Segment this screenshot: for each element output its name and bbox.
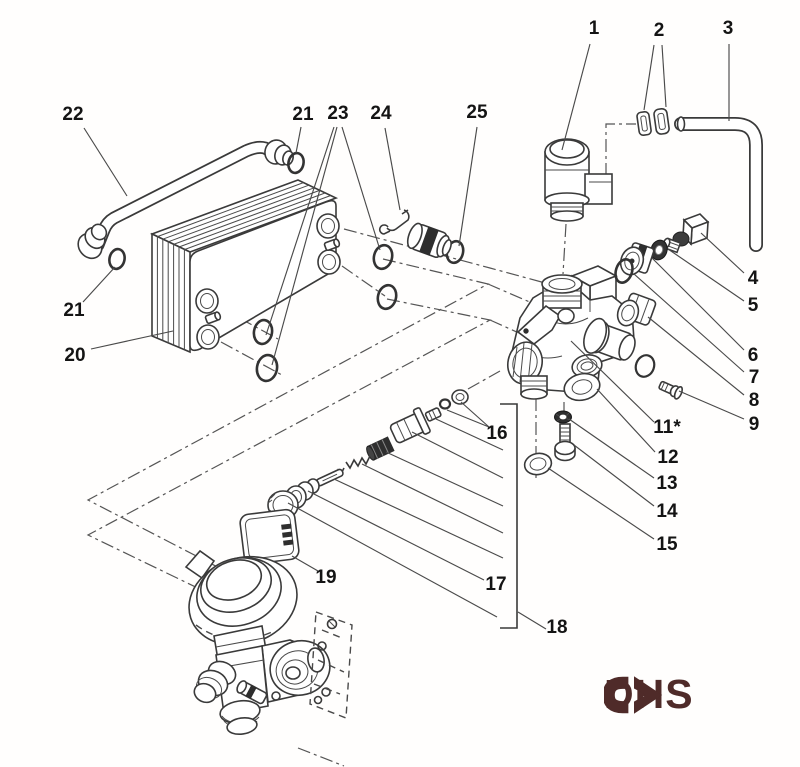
- washer-part12: [563, 372, 601, 402]
- callout-part-13: 13: [656, 473, 678, 494]
- bolt-part14: [554, 423, 576, 462]
- crossover-pipe-part22: [77, 139, 305, 271]
- oring-part7: [614, 258, 634, 284]
- air-vent-part1: [544, 138, 613, 222]
- screw-part9: [658, 380, 684, 400]
- oring-near-part9: [634, 354, 656, 378]
- callout-part-1: 1: [588, 18, 600, 39]
- callout-part-20: 20: [64, 345, 86, 366]
- retaining-clip-part24: [378, 209, 410, 235]
- manifold-part11: [507, 265, 636, 400]
- cartridge-assembly: [267, 389, 469, 520]
- oring-21-left: [108, 247, 126, 271]
- callout-part-3: 3: [722, 18, 734, 39]
- orings-part23: [252, 243, 398, 383]
- callout-part-25: 25: [466, 102, 488, 123]
- heat-exchanger-part20: [149, 179, 341, 354]
- callout-part-9: 9: [748, 414, 760, 435]
- callout-part-5: 5: [747, 295, 759, 316]
- leader-lines: [82, 43, 745, 630]
- callout-part-21-right: 21: [292, 104, 314, 125]
- dhs-logo: DHS: [604, 674, 694, 715]
- callout-part-2: 2: [653, 20, 665, 41]
- callout-part-12: 12: [657, 447, 679, 468]
- group-bracket-part18: [500, 403, 518, 629]
- callout-part-23: 23: [327, 103, 349, 124]
- centerlines: [86, 123, 636, 767]
- diverter-valve-assembly: [184, 549, 353, 735]
- star-washer-part13: [554, 410, 572, 424]
- callout-part-24: 24: [370, 103, 392, 124]
- callout-part-15: 15: [656, 534, 678, 555]
- callout-part-8: 8: [748, 390, 760, 411]
- washer-part5: [650, 239, 668, 261]
- callout-part-16: 16: [486, 423, 508, 444]
- callout-part-4: 4: [747, 268, 759, 289]
- oring-21-right: [287, 151, 305, 175]
- callout-part-21-left: 21: [63, 300, 85, 321]
- callout-part-11: 11*: [653, 417, 681, 438]
- callout-part-7: 7: [748, 367, 760, 388]
- bushing-fitting: [406, 222, 452, 259]
- bypass-fitting-part8: [616, 292, 657, 327]
- callout-part-17: 17: [485, 574, 507, 595]
- dhs-logo-arrow-icon: [604, 676, 663, 714]
- callout-part-6: 6: [747, 345, 759, 366]
- callout-part-19: 19: [315, 567, 337, 588]
- elbow-pipe-part3: [674, 116, 763, 252]
- callout-part-22: 22: [62, 104, 84, 125]
- callout-part-14: 14: [656, 501, 678, 522]
- oring-part15: [523, 452, 553, 476]
- clips-part2: [636, 107, 670, 137]
- callout-part-18: 18: [546, 617, 568, 638]
